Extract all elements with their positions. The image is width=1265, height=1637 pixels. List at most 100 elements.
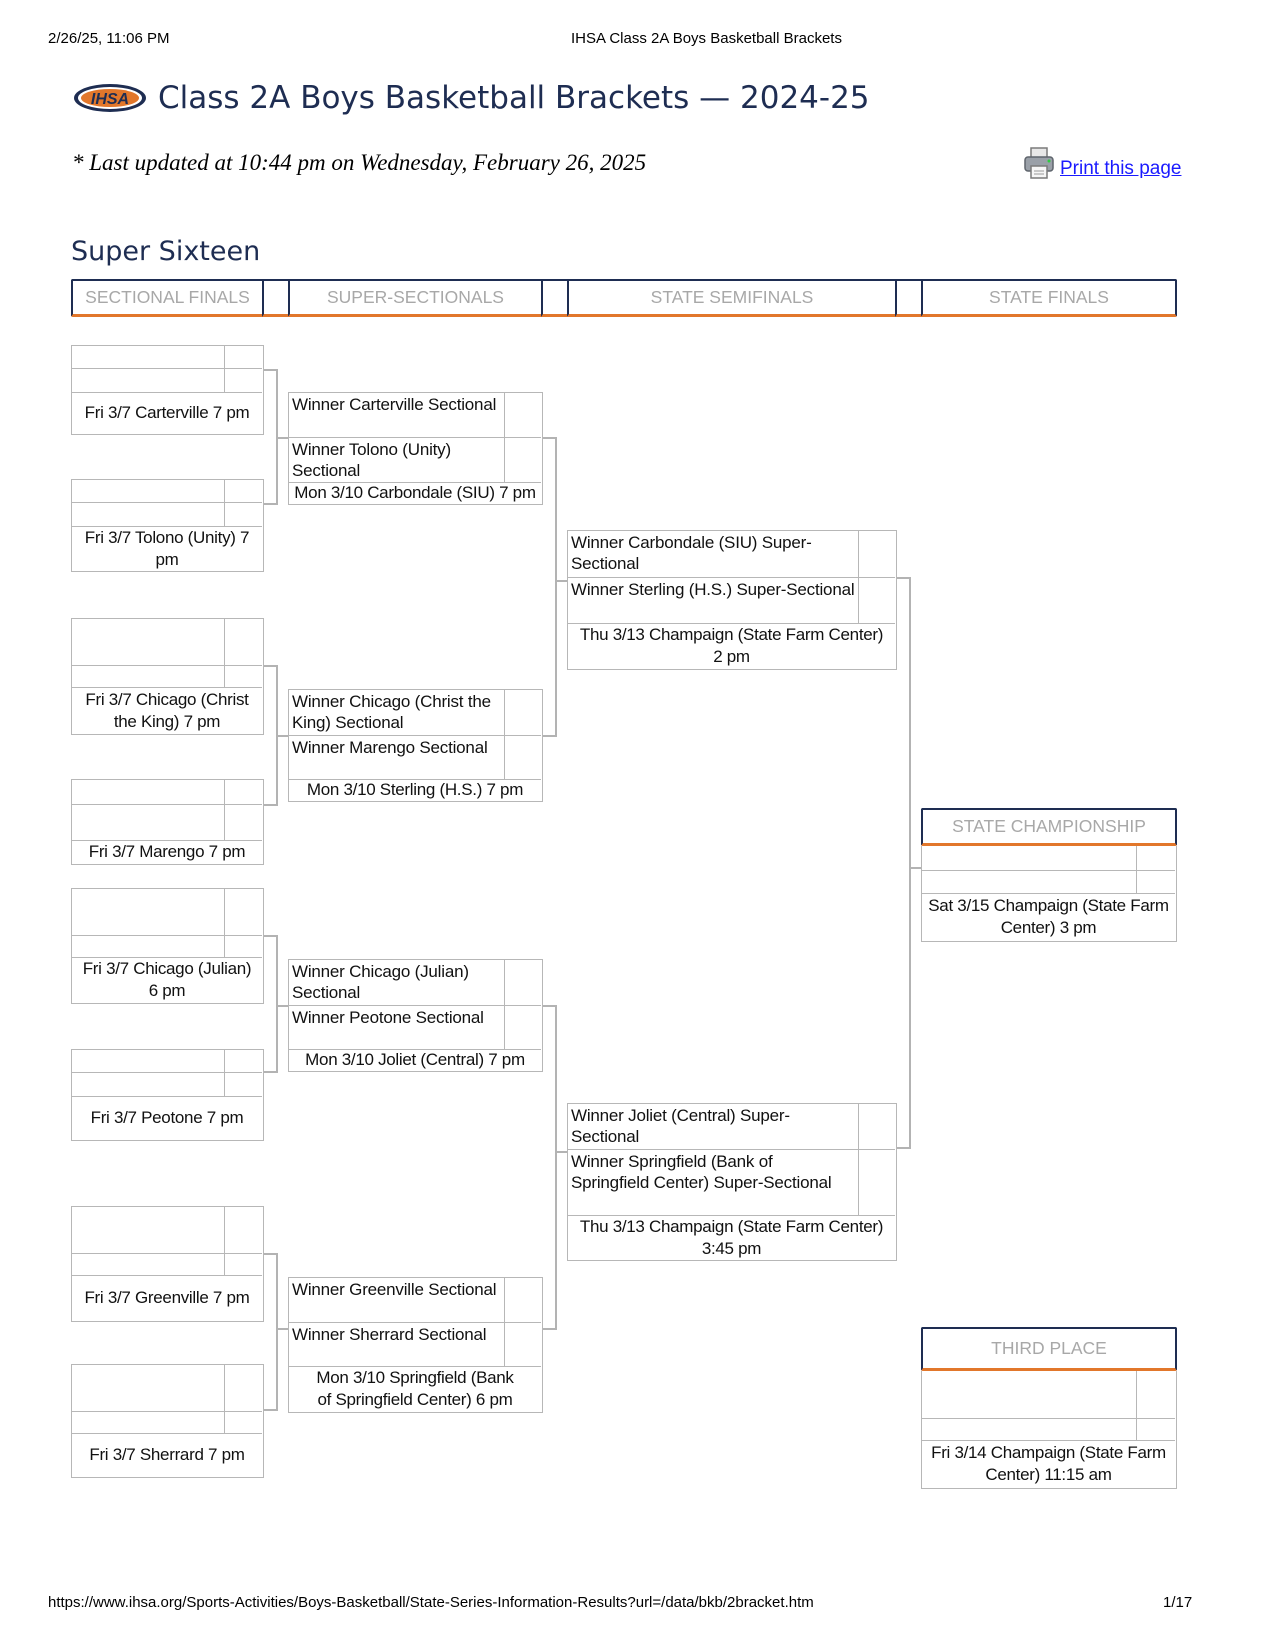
semifinal-game-2: Winner Joliet (Central) Super-Sectional … [567,1103,897,1261]
state-championship-header: STATE CHAMPIONSHIP [921,808,1177,846]
sectional-team-rows [72,1050,262,1096]
bracket-connector [264,1253,276,1255]
bracket-connector [264,503,276,505]
sectional-team-rows [72,480,262,526]
sectional-game-chicago-ctk: Fri 3/7 Chicago (Christ the King) 7 pm [71,618,264,735]
bracket-connector [555,580,567,582]
semifinal-caption: Thu 3/13 Champaign (State Farm Center) 3… [568,1215,895,1259]
print-page-link[interactable]: Print this page [1022,146,1181,180]
sectional-game-greenville: Fri 3/7 Greenville 7 pm [71,1206,264,1322]
bracket-connector [909,867,921,869]
sectional-caption: Fri 3/7 Marengo 7 pm [72,840,262,863]
sectional-game-marengo: Fri 3/7 Marengo 7 pm [71,779,264,865]
score-cell [504,690,541,779]
super-sectional-team-2: Winner Peotone Sectional [289,1005,504,1049]
super-sectional-team-2: Winner Tolono (Unity) Sectional [289,437,504,482]
bracket-connector [264,665,276,667]
bracket-connector [264,1071,276,1073]
semifinal-team-2: Winner Sterling (H.S.) Super-Sectional [568,577,858,623]
bracket-connector [897,1147,909,1149]
round-header-super-sectionals: SUPER-SECTIONALS [288,279,543,317]
super-sectional-joliet: Winner Chicago (Julian) Sectional Winner… [288,959,543,1072]
third-place-caption: Fri 3/14 Champaign (State Farm Center) 1… [922,1440,1175,1486]
super-sectional-team-1: Winner Carterville Sectional [292,395,497,414]
super-sectional-sterling: Winner Chicago (Christ the King) Section… [288,689,543,802]
bracket-connector [909,577,911,1149]
sectional-team-rows [72,889,262,957]
bracket-connector [276,735,288,737]
bracket-connector [276,935,278,1073]
bracket-connector [555,437,557,737]
super-sectional-caption: Mon 3/10 Sterling (H.S.) 7 pm [289,779,541,800]
sectional-caption: Fri 3/7 Chicago (Julian) 6 pm [72,957,262,1002]
score-cell [858,1104,895,1215]
bracket-connector [543,735,555,737]
sectional-caption: Fri 3/7 Greenville 7 pm [72,1275,262,1320]
semifinal-game-1: Winner Carbondale (SIU) Super-Sectional … [567,530,897,670]
bracket-connector [264,804,276,806]
super-sectional-team-1: Winner Greenville Sectional [292,1280,497,1299]
bracket-connector [276,1253,278,1411]
sectional-team-rows [72,346,262,392]
round-header-sectional-finals: SECTIONAL FINALS [71,279,264,317]
printer-icon[interactable] [1022,146,1056,180]
sectional-caption: Fri 3/7 Tolono (Unity) 7 pm [72,526,262,570]
sectional-caption: Fri 3/7 Carterville 7 pm [72,392,262,433]
bracket-connector [543,437,555,439]
print-timestamp: 2/26/25, 11:06 PM [48,30,170,47]
round-header-spacer [541,279,569,317]
semifinal-team-2: Winner Springfield (Bank of Springfield … [568,1149,858,1215]
bracket-connector [264,935,276,937]
third-place-team-rows [922,1371,1175,1440]
score-cell [504,960,541,1049]
super-sectional-team-1: Winner Chicago (Julian) Sectional [292,962,469,1002]
svg-text:IHSA: IHSA [91,91,129,108]
round-header-state-finals: STATE FINALS [921,279,1177,317]
sectional-game-carterville: Fri 3/7 Carterville 7 pm [71,345,264,435]
super-sectional-springfield: Winner Greenville Sectional Winner Sherr… [288,1277,543,1413]
last-updated: * Last updated at 10:44 pm on Wednesday,… [72,150,647,175]
super-sectional-caption: Mon 3/10 Carbondale (SIU) 7 pm [289,482,541,503]
print-url: https://www.ihsa.org/Sports-Activities/B… [48,1594,814,1611]
semifinal-team-1: Winner Carbondale (SIU) Super-Sectional [571,533,812,573]
state-championship-game: Sat 3/15 Champaign (State Farm Center) 3… [921,846,1177,942]
super-sectional-team-2: Winner Marengo Sectional [289,735,504,779]
print-page-number: 1/17 [1163,1594,1193,1611]
bracket-connector [264,1409,276,1411]
print-page-label[interactable]: Print this page [1060,158,1182,179]
sectional-team-rows [72,1207,262,1275]
championship-caption: Sat 3/15 Champaign (State Farm Center) 3… [922,893,1175,939]
round-header-state-semifinals: STATE SEMIFINALS [567,279,897,317]
bracket-connector [264,369,276,371]
super-sectional-carbondale: Winner Carterville Sectional Winner Tolo… [288,392,543,505]
bracket-connector [543,1328,555,1330]
sectional-game-chicago-julian: Fri 3/7 Chicago (Julian) 6 pm [71,888,264,1004]
sectional-team-rows [72,619,262,687]
bracket-connector [276,1328,288,1330]
sectional-team-rows [72,780,262,840]
ihsa-logo: IHSA [74,84,146,112]
page-title-row: IHSA Class 2A Boys Basketball Brackets —… [72,74,870,122]
bracket-connector [276,1005,288,1007]
super-sectional-caption: Mon 3/10 Joliet (Central) 7 pm [289,1049,541,1070]
sectional-game-sherrard: Fri 3/7 Sherrard 7 pm [71,1364,264,1478]
print-page-title: IHSA Class 2A Boys Basketball Brackets [571,30,842,47]
bracket-connector [543,1005,555,1007]
sectional-caption: Fri 3/7 Peotone 7 pm [72,1096,262,1139]
round-header-spacer [895,279,923,317]
round-header-spacer [262,279,290,317]
sectional-game-tolono: Fri 3/7 Tolono (Unity) 7 pm [71,479,264,572]
semifinal-caption: Thu 3/13 Champaign (State Farm Center) 2… [568,623,895,668]
super-sectional-caption: Mon 3/10 Springfield (Bank of Springfiel… [289,1366,541,1411]
bracket-connector [555,1151,567,1153]
bracket-connector [555,1005,557,1330]
sectional-caption: Fri 3/7 Sherrard 7 pm [72,1433,262,1476]
super-sectional-team-2: Winner Sherrard Sectional [289,1322,504,1366]
third-place-game: Fri 3/14 Champaign (State Farm Center) 1… [921,1371,1177,1489]
bracket-connector [276,437,288,439]
sectional-team-rows [72,1365,262,1433]
championship-team-rows [922,846,1175,893]
super-sectional-team-1: Winner Chicago (Christ the King) Section… [292,692,491,732]
third-place-header: THIRD PLACE [921,1327,1177,1371]
page-title: Class 2A Boys Basketball Brackets — 2024… [158,80,870,116]
